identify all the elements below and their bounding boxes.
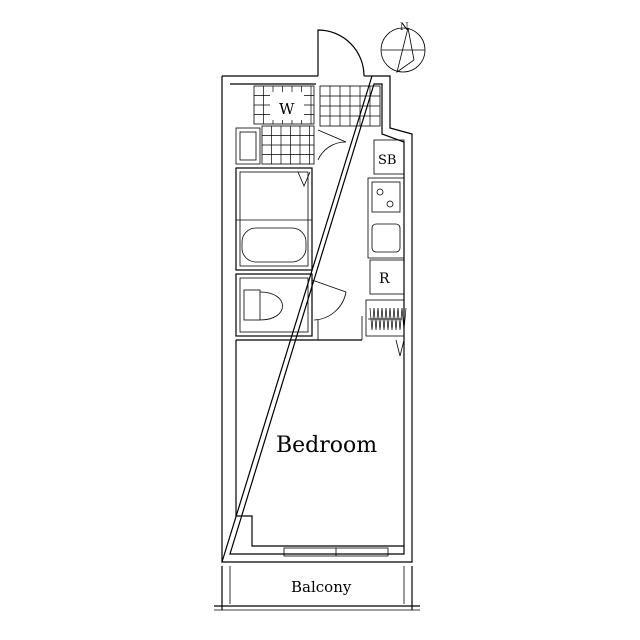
shoe-box-label: SB xyxy=(378,153,396,168)
hanger-mark xyxy=(381,307,387,331)
toilet-room xyxy=(235,273,347,337)
north-label: N xyxy=(400,22,409,33)
hanger-mark xyxy=(389,307,395,331)
washroom-door xyxy=(317,129,347,161)
hanger-mark xyxy=(373,307,379,331)
balcony-window xyxy=(283,547,389,557)
entrance-tiles xyxy=(319,85,381,127)
hanger-mark xyxy=(369,307,375,331)
washer-area: W xyxy=(253,85,315,125)
shoe-box: SB xyxy=(373,139,405,175)
washroom-tiles xyxy=(235,125,315,165)
closet xyxy=(365,299,407,357)
bathroom xyxy=(235,167,313,271)
hanger-mark xyxy=(401,307,407,331)
outer-walls xyxy=(221,75,413,563)
entry-door xyxy=(317,29,372,77)
kitchen xyxy=(367,177,405,259)
balcony-label: Balcony xyxy=(291,578,352,596)
refrigerator: R xyxy=(369,259,405,295)
bedroom-walls xyxy=(235,316,404,547)
balcony xyxy=(214,566,420,611)
hanger-mark xyxy=(385,307,391,331)
refrigerator-label: R xyxy=(379,271,390,287)
washer-label: W xyxy=(279,100,295,118)
compass-icon: N xyxy=(380,22,426,73)
hanger-mark xyxy=(377,307,383,331)
hanger-mark xyxy=(397,307,403,331)
hanger-mark xyxy=(393,307,399,331)
bedroom-label: Bedroom xyxy=(276,433,377,458)
